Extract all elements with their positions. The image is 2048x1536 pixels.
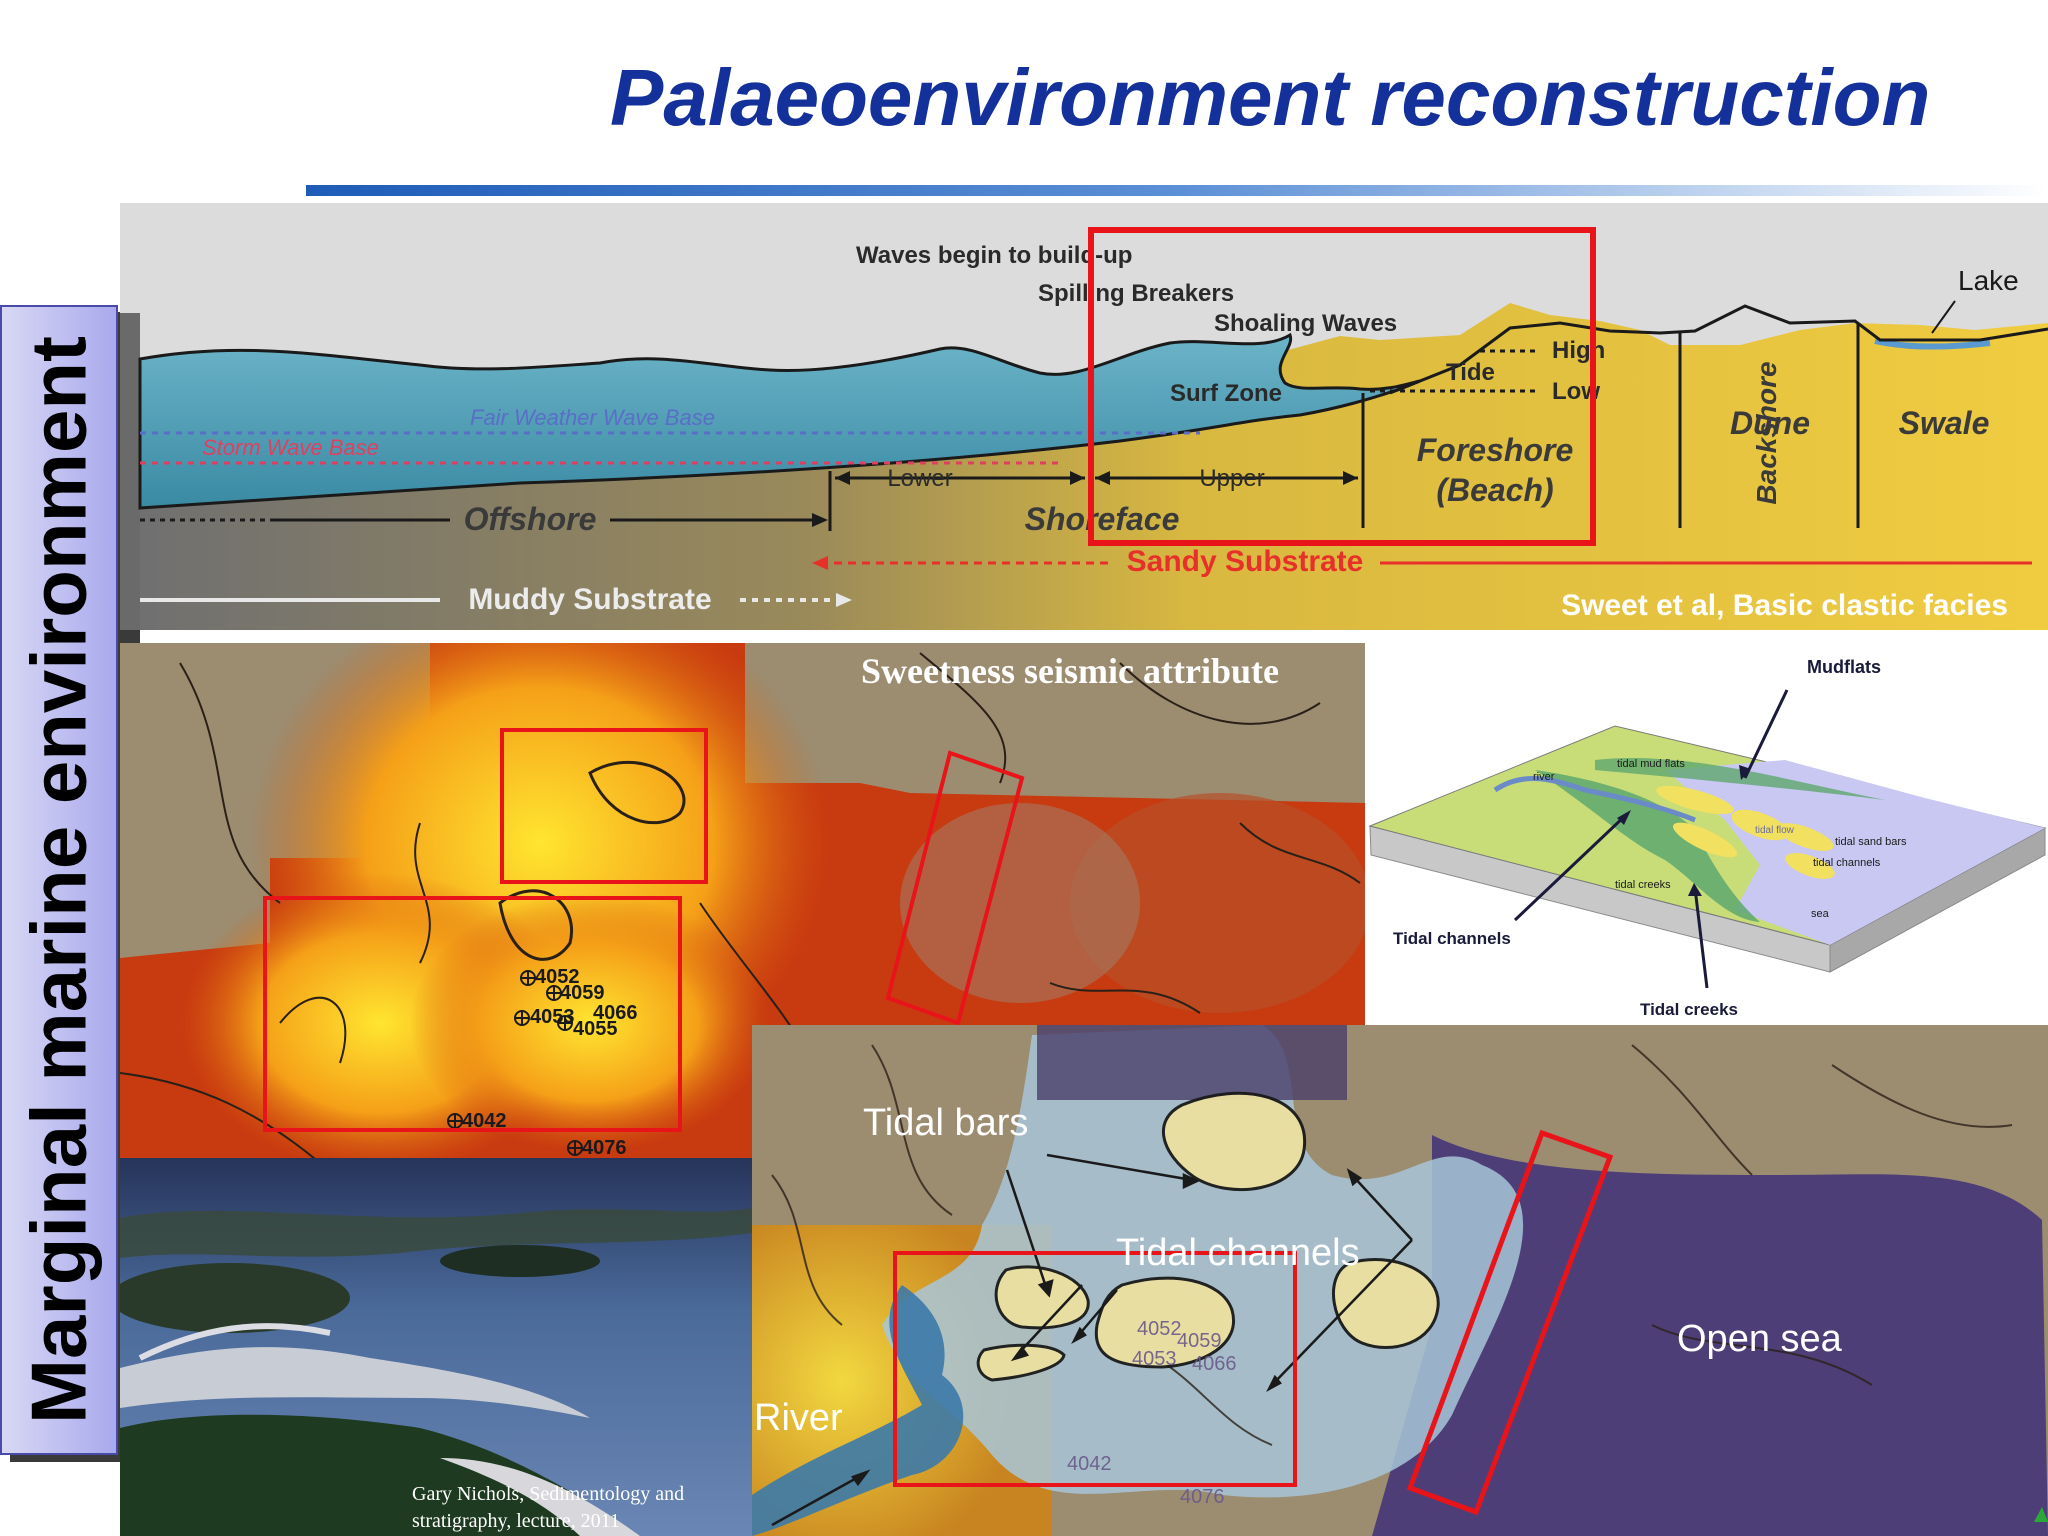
tidal-mud-flats-small-label: tidal mud flats [1617, 758, 1685, 770]
tidal-block-diagram: Mudflats tidal mud flats river tidal flo… [1365, 630, 2048, 1025]
block-sea [1665, 760, 2045, 945]
tidal-creeks-label: Tidal creeks [1640, 1000, 1738, 1019]
tidal-sand-bars-small-label: tidal sand bars [1835, 836, 1907, 848]
well-4059: 4059 [560, 982, 605, 1004]
profile-credit: Sweet et al, Basic clastic facies [1561, 589, 2008, 622]
swale-label: Swale [1899, 405, 1990, 441]
interp-box-tilted [1406, 1129, 1614, 1516]
interp-well-4076: 4076 [1180, 1486, 1225, 1508]
foreshore-label: Foreshore [1417, 432, 1573, 468]
spilling-breakers-label: Spilling Breakers [1038, 280, 1234, 307]
tidal-bar-1 [1162, 1091, 1307, 1192]
sandy-substrate-label: Sandy Substrate [1127, 545, 1364, 578]
river-label: River [754, 1397, 843, 1439]
side-label-box: Marginal marine environment [0, 305, 118, 1455]
tidal-bar-5 [1332, 1258, 1440, 1349]
corner-arrow-icon [2034, 1507, 2048, 1522]
lake-label: Lake [1958, 265, 2019, 296]
tidal-bars-label: Tidal bars [863, 1102, 1028, 1144]
seismic-box-upper [500, 728, 708, 884]
seismic-title: Sweetness seismic attribute [861, 651, 1279, 691]
beach-profile-diagram: Fair Weather Wave Base Storm Wave Base W… [120, 203, 2048, 630]
backshore-label: Backshore [1751, 361, 1782, 504]
interp-well-4066: 4066 [1192, 1353, 1237, 1375]
shoaling-waves-label: Shoaling Waves [1214, 310, 1397, 337]
river-channel [752, 1285, 964, 1536]
well-4076: 4076 [582, 1137, 627, 1159]
interp-well-4052: 4052 [1137, 1318, 1182, 1340]
interp-box [893, 1251, 1297, 1487]
tidal-channels-small-label: tidal channels [1813, 857, 1881, 869]
lower-label: Lower [887, 465, 952, 492]
photo-credit-line1: Gary Nichols, Sedimentology and [412, 1483, 684, 1505]
aerial-photo: Gary Nichols, Sedimentology and stratigr… [120, 1158, 752, 1536]
muddy-substrate-label: Muddy Substrate [468, 583, 711, 616]
fair-weather-label: Fair Weather Wave Base [470, 405, 715, 430]
tide-label: Tide [1446, 359, 1495, 386]
tidal-creeks-small-label: tidal creeks [1615, 879, 1671, 891]
upper-label: Upper [1199, 465, 1264, 492]
tidal-channels-label: Tidal channels [1393, 929, 1511, 948]
tidal-flow-label: tidal flow [1755, 825, 1795, 836]
offshore-label: Offshore [464, 501, 597, 537]
tide-high-label: High [1552, 337, 1605, 364]
beach-label: (Beach) [1436, 472, 1553, 508]
river-small-label: river [1533, 771, 1555, 783]
surf-zone-label: Surf Zone [1170, 380, 1282, 407]
open-sea-region [1372, 1135, 2048, 1536]
well-4053: 4053 [530, 1006, 575, 1028]
dune-label: Dune [1730, 405, 1810, 441]
well-4052: 4052 [535, 966, 580, 988]
tidal-channels-interp-label: Tidal channels [1116, 1232, 1360, 1274]
title-underline [306, 185, 2048, 196]
profile-left-edge [120, 313, 140, 630]
side-label-text: Marginal marine environment [14, 336, 103, 1424]
open-sea-label: Open sea [1677, 1318, 1843, 1360]
waves-build-up-label: Waves begin to build-up [856, 242, 1132, 269]
interp-well-4042: 4042 [1067, 1453, 1112, 1475]
slide-title: Palaeoenvironment reconstruction [610, 53, 1931, 142]
tidal-bar-3 [1094, 1276, 1235, 1369]
interp-well-4059: 4059 [1177, 1330, 1222, 1352]
interpreted-map: 4052 4059 4053 4066 4042 4076 Tidal bars… [752, 1025, 2048, 1536]
interp-well-4053: 4053 [1132, 1348, 1177, 1370]
seismic-box-tilted [885, 750, 1025, 1026]
photo-credit-line2: stratigraphy, lecture, 2011 [412, 1510, 620, 1532]
well-4066: 4066 [593, 1002, 638, 1024]
mudflats-label: Mudflats [1807, 657, 1881, 677]
lake-water [1874, 338, 1991, 350]
profile-highlight-box [1088, 227, 1596, 546]
storm-base-label: Storm Wave Base [202, 435, 379, 460]
seismic-box-lower [263, 896, 682, 1132]
tidal-zone-region [882, 1025, 1524, 1498]
tidal-bar-2 [994, 1265, 1090, 1330]
well-4055: 4055 [573, 1018, 618, 1040]
well-4042: 4042 [462, 1110, 507, 1132]
sea-label: sea [1811, 908, 1830, 920]
shoreface-label: Shoreface [1025, 501, 1180, 537]
